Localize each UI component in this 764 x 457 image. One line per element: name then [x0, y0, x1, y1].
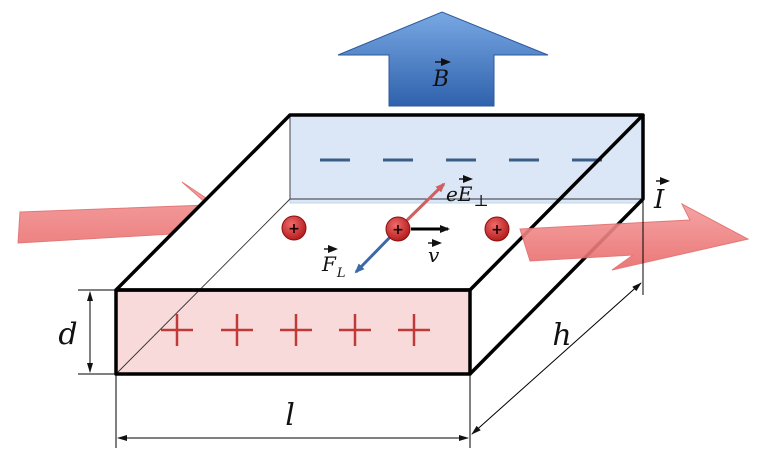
plus-sign — [339, 314, 371, 346]
carrier-sign: + — [288, 221, 300, 237]
plus-sign — [221, 314, 253, 346]
current-arrow-right — [519, 202, 750, 271]
charge-carrier: + — [484, 216, 510, 242]
carrier-sign: + — [491, 222, 503, 238]
length-label: l — [285, 398, 295, 433]
electric-force-subscript: ⊥ — [473, 191, 488, 210]
hidden-edges — [115, 115, 643, 375]
current-label-group: I — [653, 177, 670, 215]
width-label: h — [552, 318, 571, 353]
thickness-dimension — [78, 289, 116, 375]
current-label: I — [653, 185, 665, 215]
plus-sign — [280, 314, 312, 346]
charge-carrier: + — [281, 215, 307, 241]
electric-force-label: eE — [446, 182, 473, 206]
svg-text:eE⊥: eE⊥ — [446, 182, 488, 210]
width-dimension — [469, 199, 644, 438]
plus-sign — [161, 314, 193, 346]
velocity-label-group: v — [428, 239, 442, 267]
magnetic-field-arrow: B — [337, 11, 549, 107]
charge-carrier: + — [385, 216, 411, 242]
plus-sign — [398, 314, 430, 346]
positive-charge-region — [116, 290, 470, 374]
lorentz-force-label: F — [321, 252, 337, 276]
electric-force-label-group: eE⊥ — [446, 175, 488, 210]
velocity-label: v — [428, 243, 440, 267]
magnetic-field-label: B — [432, 67, 449, 92]
carrier-sign: + — [392, 222, 404, 238]
svg-text:FL: FL — [321, 252, 346, 281]
lorentz-force-label-group: FL — [321, 245, 346, 281]
thickness-label: d — [58, 317, 77, 352]
plus-signs — [161, 314, 430, 346]
lorentz-force-subscript: L — [336, 266, 346, 281]
